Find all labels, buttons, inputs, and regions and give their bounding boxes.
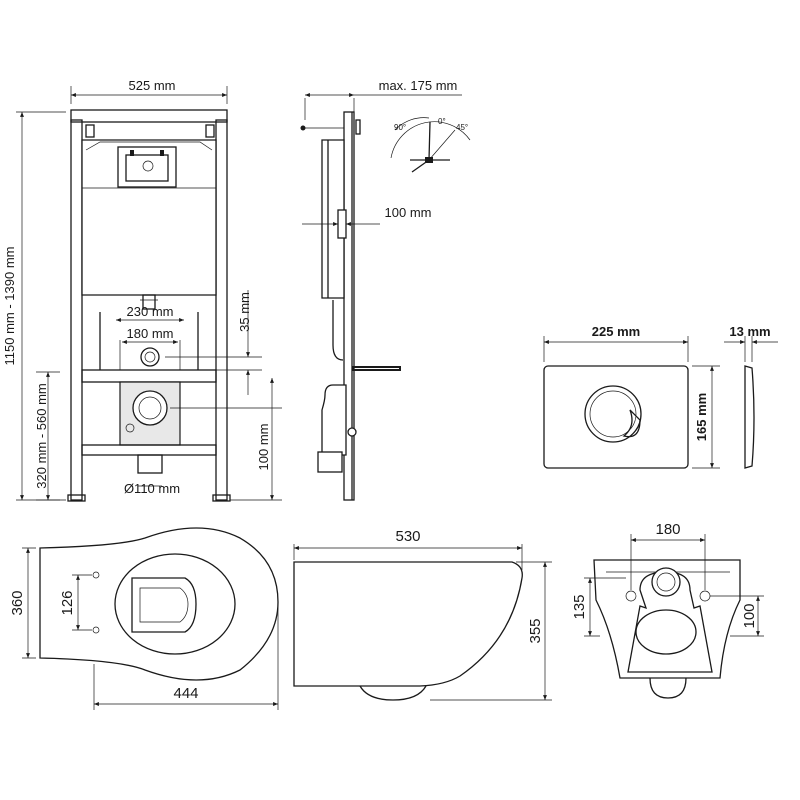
module-depth-label: 100 mm: [385, 205, 432, 220]
bowl-rear-view: 180 135 100: [571, 521, 764, 699]
flush-plate-front: 225 mm 165 mm: [543, 324, 720, 469]
frame-front-view: 525 mm 1150 mm - 1390 mm 230 mm 180 mm 3…: [2, 78, 282, 502]
bowl-side-view: 530 355: [293, 528, 552, 701]
bowl-width-label: 360: [9, 590, 26, 615]
bowl-side-height-label: 355: [527, 618, 544, 643]
pipe-offset-label: 35 mm: [237, 292, 252, 332]
frame-height-label: 1150 mm - 1390 mm: [2, 247, 17, 366]
hole-spacing-label: 126: [59, 590, 76, 615]
bowl-top-view: 360 126 444: [9, 527, 279, 710]
bowl-side-length-label: 530: [395, 528, 420, 545]
frame-side-view: max. 175 mm 100 mm 90° 0° 45°: [300, 78, 471, 501]
plate-width-label: 225 mm: [592, 324, 640, 339]
depth-label: max. 175 mm: [379, 78, 458, 93]
flush-plate-side: 13 mm: [724, 324, 778, 469]
angle-45-label: 45°: [456, 123, 468, 132]
bowl-length-label: 444: [173, 685, 198, 702]
rear-hole-spacing-label: 180: [655, 521, 680, 538]
angle-90-label: 90°: [394, 123, 406, 132]
angle-0-label: 0°: [438, 117, 446, 126]
frame-width-label: 525 mm: [129, 78, 176, 93]
bolt-spacing-label: 230 mm: [127, 304, 174, 319]
pipe-spacing-label: 180 mm: [127, 326, 174, 341]
rear-height-label: 135: [571, 594, 588, 619]
rear-lower-label: 100: [741, 603, 758, 628]
floor-height-label: 100 mm: [256, 424, 271, 471]
plate-thickness-label: 13 mm: [729, 324, 770, 339]
drain-label: Ø110 mm: [124, 481, 180, 496]
outlet-height-label: 320 mm - 560 mm: [34, 383, 49, 488]
plate-height-label: 165 mm: [694, 393, 709, 441]
